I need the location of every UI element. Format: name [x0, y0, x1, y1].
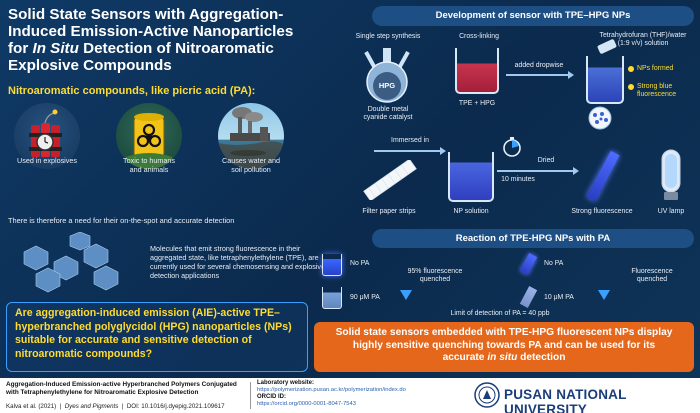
lab-info: Laboratory website: https://polymerizati… — [257, 380, 406, 407]
factory-pollution-icon — [218, 103, 284, 169]
infographic: Solid State Sensors with Aggregation- In… — [0, 0, 700, 378]
single-step-label: Single step synthesis — [355, 33, 421, 40]
dynamite-icon — [14, 103, 80, 169]
flask-label: HPG — [378, 81, 396, 90]
tpe-molecule-icon — [23, 232, 119, 293]
no-pa-label-2: No PA — [544, 260, 564, 267]
quench-95-label: 95% fluorescence quenched — [407, 268, 463, 284]
use-caption-toxic: Toxic to humans and animals — [123, 156, 175, 174]
strong-fluorescence-label: Strong fluorescence — [571, 208, 633, 215]
dried-label: Dried — [537, 157, 555, 164]
development-banner: Development of sensor with TPE–HPG NPs — [372, 6, 694, 26]
down-arrow-icon — [400, 290, 412, 300]
no-pa-label-1: No PA — [350, 260, 370, 267]
down-arrow-icon — [598, 290, 610, 300]
research-question: Are aggregation-induced emission (AIE)-a… — [6, 302, 308, 372]
reaction-banner: Reaction of TPE-HPG NPs with PA — [372, 229, 694, 248]
added-arrow — [506, 71, 574, 79]
nanoparticle-icon — [588, 106, 612, 130]
strong-blue-label: Strong blue fluorescence — [637, 83, 677, 99]
doi-link[interactable]: DOI: 10.1016/j.dyepig.2021.109617 — [126, 403, 225, 410]
bullet-icon — [628, 66, 634, 72]
university-name: PUSAN NATIONAL UNIVERSITY — [504, 387, 627, 413]
orcid-link[interactable]: https://orcid.org/0000-0001-8047-7543 — [257, 401, 356, 407]
immersed-label: Immersed in — [391, 137, 429, 144]
thf-label: Tetrahydrofuran (THF)/water (1:9 v/v) so… — [599, 32, 687, 48]
np-solution-label: NP solution — [453, 208, 489, 215]
beaker-tpe-hpg — [455, 48, 499, 94]
immersed-arrow — [374, 147, 446, 155]
molecules-text: Molecules that emit strong fluorescence … — [150, 244, 325, 280]
citation: Kalva et al. (2021) | Dyes and Pigments … — [6, 403, 225, 410]
catalyst-label: Double metal cyanide catalyst — [363, 106, 413, 122]
timer-icon — [503, 137, 521, 157]
beaker-no-pa — [322, 254, 342, 276]
cross-linking-label: Cross-linking — [459, 33, 499, 40]
need-text: There is therefore a need for their on-t… — [8, 216, 235, 225]
fluor-quenched-label: Fluorescence quenched — [631, 268, 673, 284]
uv-lamp-icon — [661, 149, 681, 200]
nps-formed-label: NPs formed — [637, 65, 674, 72]
np-solution-beaker — [448, 152, 494, 202]
flask-icon — [364, 48, 410, 103]
beaker-label: TPE + HPG — [458, 100, 496, 107]
strip-10um-pa — [519, 286, 538, 308]
paper-title: Aggregation-Induced Emission-active Hype… — [6, 381, 237, 396]
bullet-icon — [628, 84, 634, 90]
added-dropwise-label: added dropwise — [514, 62, 564, 69]
strip-no-pa — [519, 253, 538, 275]
limit-of-detection: Limit of detection of PA = 40 ppb — [450, 310, 550, 317]
conclusion-box: Solid state sensors embedded with TPE-HP… — [314, 322, 694, 372]
university-logo-icon — [474, 382, 500, 408]
filter-paper-label: Filter paper strips — [362, 208, 416, 215]
beaker-thf — [586, 56, 624, 104]
pa-90-label: 90 μM PA — [350, 294, 380, 301]
filter-paper-icon — [363, 160, 417, 200]
footer: Aggregation-Induced Emission-active Hype… — [0, 378, 700, 413]
biohazard-icon — [116, 103, 182, 169]
use-caption-explosives: Used in explosives — [17, 156, 77, 165]
dried-arrow — [497, 167, 579, 175]
uv-lamp-label: UV lamp — [657, 208, 685, 215]
use-caption-pollution: Causes water and soil pollution — [222, 156, 280, 174]
lab-website-link[interactable]: https://polymerization.pusan.ac.kr/polym… — [257, 387, 406, 393]
time-label: 10 minutes — [501, 176, 535, 183]
page-title: Solid State Sensors with Aggregation- In… — [8, 6, 294, 74]
beaker-90um-pa — [322, 287, 342, 309]
footer-divider — [250, 382, 251, 409]
dried-strip-icon — [586, 150, 620, 202]
pa-10-label: 10 μM PA — [544, 294, 574, 301]
subheading: Nitroaromatic compounds, like picric aci… — [8, 85, 256, 97]
